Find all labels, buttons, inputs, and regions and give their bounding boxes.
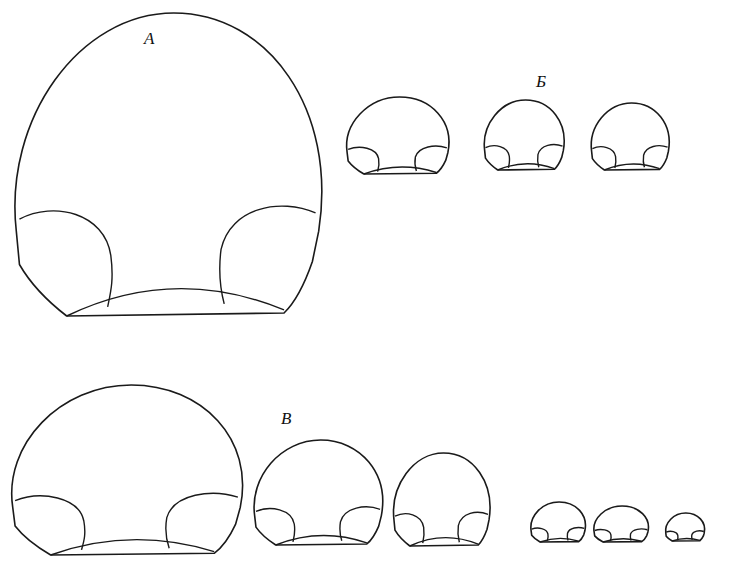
head-outline (15, 13, 322, 316)
head-outline (531, 502, 586, 542)
head-outline (394, 453, 490, 546)
head-outline (666, 513, 705, 541)
head-outline (12, 385, 243, 555)
group-letter: Б (536, 73, 546, 90)
head-outline (484, 100, 564, 170)
head-outline (594, 506, 649, 542)
group-letter: В (281, 410, 291, 427)
head-outline (591, 103, 669, 170)
head-outline (254, 440, 383, 545)
head-outline (347, 97, 449, 174)
group-letter: А (144, 30, 154, 47)
